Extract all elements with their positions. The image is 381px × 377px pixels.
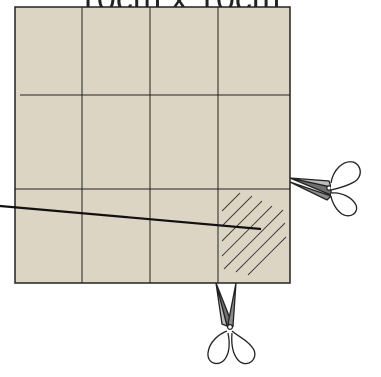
paper-square xyxy=(15,7,290,283)
scissors-icon xyxy=(208,283,255,364)
scissors-icon xyxy=(290,162,360,216)
